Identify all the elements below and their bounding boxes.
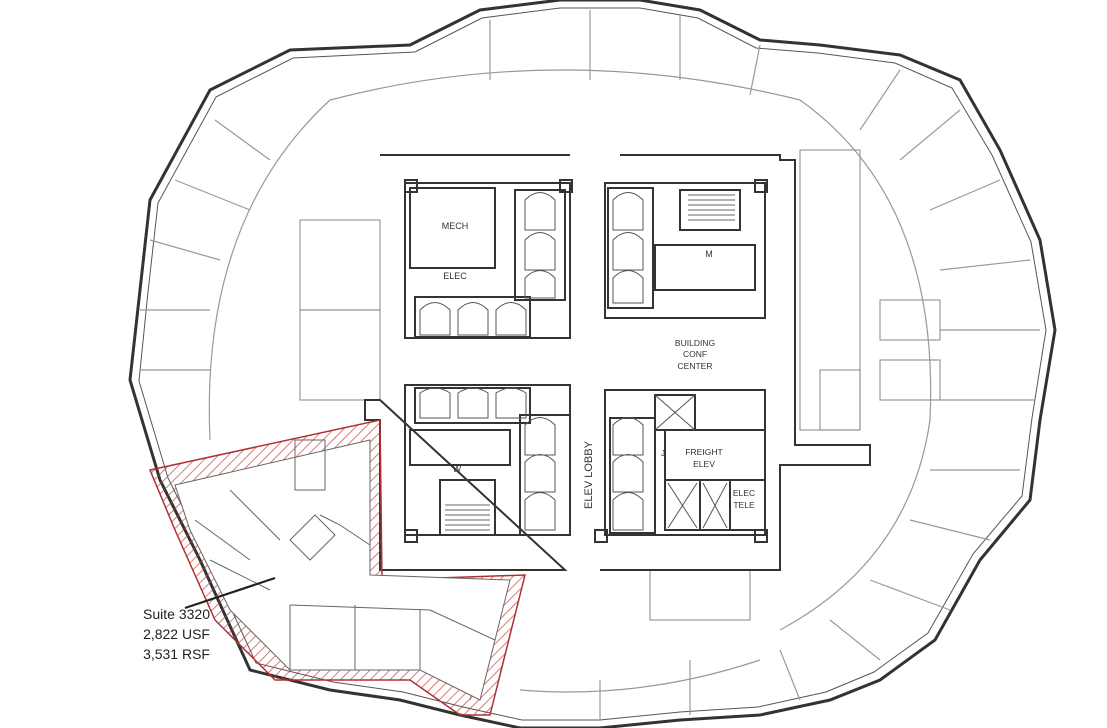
label-women-restroom: W	[453, 464, 462, 474]
label-conf-line3: CENTER	[678, 361, 713, 371]
label-mech: MECH	[442, 221, 469, 231]
stairs	[445, 194, 735, 531]
label-conf-line1: BUILDING	[675, 338, 715, 348]
suite-3320-highlight[interactable]	[148, 419, 526, 716]
label-elec: ELEC	[443, 271, 467, 281]
label-freight-line1: FREIGHT	[685, 447, 722, 457]
building-core	[364, 154, 871, 571]
elevator-cabs	[419, 192, 728, 531]
suite-rsf: 3,531 RSF	[143, 646, 210, 662]
label-elec-tele-1: ELEC	[733, 488, 755, 498]
label-freight-line2: ELEV	[693, 459, 715, 469]
suite-callout-leader	[184, 576, 276, 610]
label-tele: TELE	[733, 500, 755, 510]
suite-usf: 2,822 USF	[143, 626, 210, 642]
label-conf-line2: CONF	[683, 349, 707, 359]
room-labels: MECH ELEC M W BUILDING CONF CENTER FREIG…	[442, 221, 755, 510]
suite-name: Suite 3320	[143, 606, 210, 622]
label-janitor: J	[661, 449, 665, 458]
building-perimeter	[128, 0, 1057, 728]
label-elev-lobby: ELEV LOBBY	[583, 440, 595, 509]
label-men-restroom: M	[705, 249, 713, 259]
suite-callout: Suite 3320 2,822 USF 3,531 RSF	[80, 604, 210, 664]
